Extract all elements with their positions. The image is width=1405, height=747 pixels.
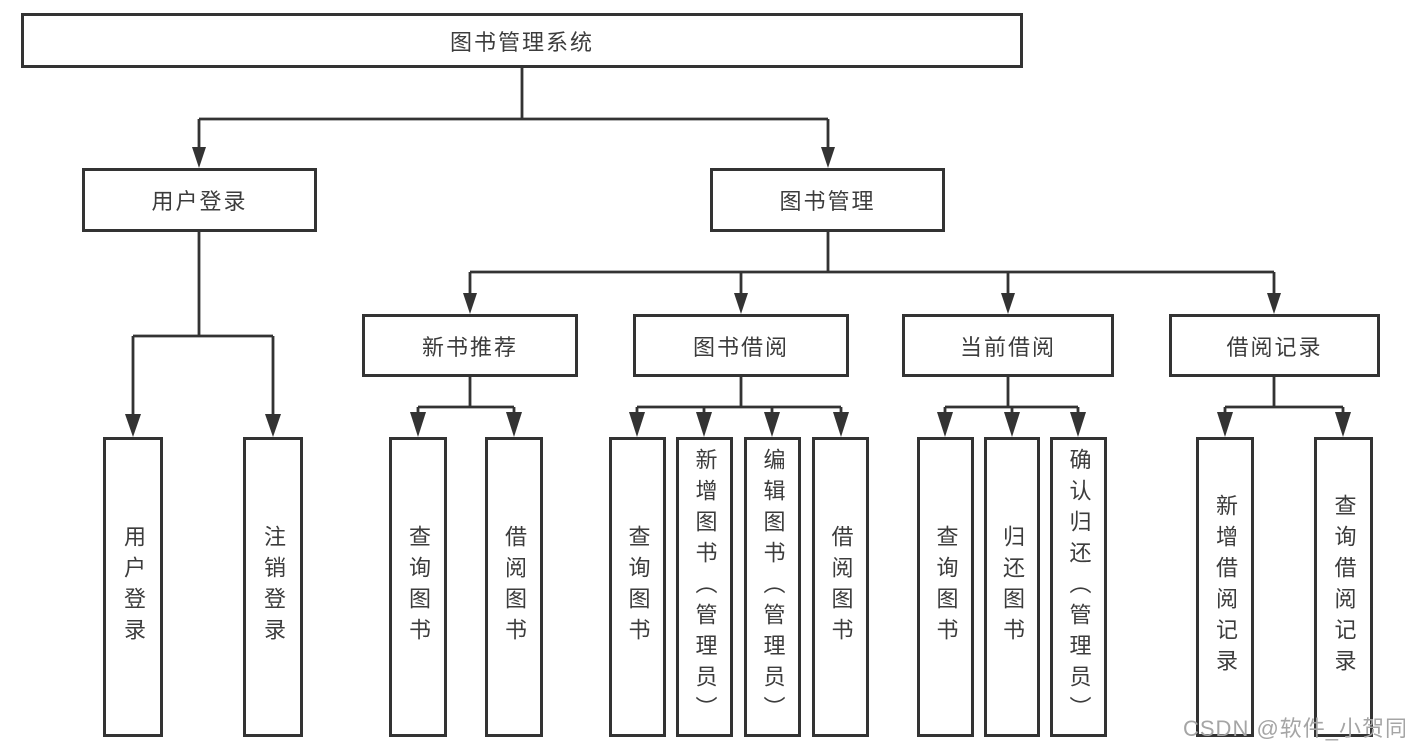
node-new-book-recommend: 新书推荐 <box>362 314 578 377</box>
leaf-confirm-return-admin: 确认归还（管理员） <box>1050 437 1107 737</box>
node-current-borrowing: 当前借阅 <box>902 314 1114 377</box>
leaf-return-books: 归还图书 <box>984 437 1040 737</box>
node-book-management: 图书管理 <box>710 168 945 232</box>
node-root-system: 图书管理系统 <box>21 13 1023 68</box>
node-book-borrowing: 图书借阅 <box>633 314 849 377</box>
leaf-logout-login: 注销登录 <box>243 437 303 737</box>
leaf-edit-books-admin: 编辑图书（管理员） <box>744 437 801 737</box>
leaf-add-borrow-record: 新增借阅记录 <box>1196 437 1254 737</box>
leaf-query-borrow-record: 查询借阅记录 <box>1314 437 1373 737</box>
leaf-borrow-books-recommend: 借阅图书 <box>485 437 543 737</box>
leaf-borrow-books: 借阅图书 <box>812 437 869 737</box>
node-user-login: 用户登录 <box>82 168 317 232</box>
leaf-user-login: 用户登录 <box>103 437 163 737</box>
watermark-text: CSDN @软件_小贺同学 <box>1183 716 1405 741</box>
leaf-add-books-admin: 新增图书（管理员） <box>676 437 733 737</box>
leaf-query-books-current: 查询图书 <box>917 437 974 737</box>
leaf-query-books-recommend: 查询图书 <box>389 437 447 737</box>
leaf-query-books-borrowing: 查询图书 <box>609 437 666 737</box>
node-borrow-records: 借阅记录 <box>1169 314 1380 377</box>
